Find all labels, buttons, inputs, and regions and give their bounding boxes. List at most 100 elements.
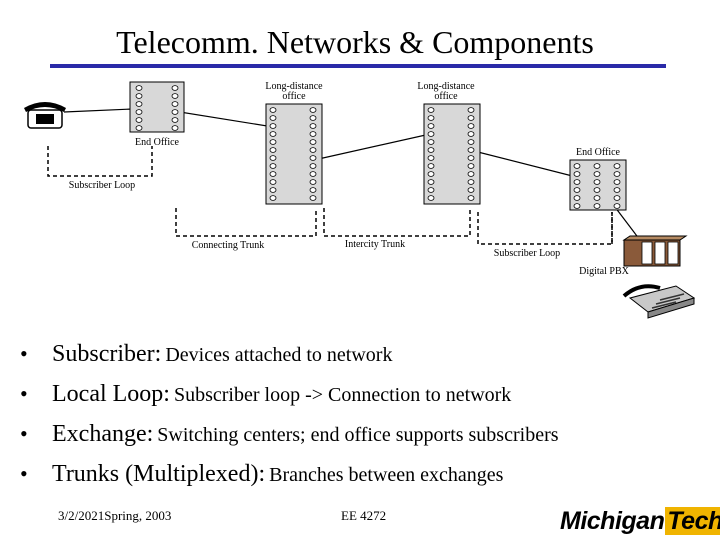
switch-port bbox=[467, 171, 475, 177]
bullet-desc: Subscriber loop -> Connection to network bbox=[173, 384, 512, 406]
switch-port bbox=[135, 85, 143, 91]
switch-port bbox=[573, 171, 581, 177]
switch-port bbox=[593, 187, 601, 193]
telephone-icon bbox=[24, 102, 66, 129]
switch-port bbox=[309, 163, 317, 169]
switch-port bbox=[135, 109, 143, 115]
desk-phone-icon bbox=[622, 284, 696, 319]
bullet-term: Subscriber: bbox=[52, 341, 162, 367]
switch-port bbox=[573, 179, 581, 185]
switch-port bbox=[171, 125, 179, 131]
switch-port bbox=[309, 139, 317, 145]
switch-port bbox=[135, 93, 143, 99]
end-office-left-label: End Office bbox=[135, 137, 180, 148]
switch-port bbox=[269, 131, 277, 137]
switch-port bbox=[427, 123, 435, 129]
switch-port bbox=[171, 117, 179, 123]
bullet-term: Trunks (Multiplexed): bbox=[52, 461, 266, 487]
subscriber-loop-left-label: Subscriber Loop bbox=[69, 180, 135, 191]
switch-port bbox=[269, 155, 277, 161]
switch-port bbox=[467, 147, 475, 153]
switch-port bbox=[467, 179, 475, 185]
switch-port bbox=[613, 203, 621, 209]
switch-port bbox=[467, 123, 475, 129]
dashed-brackets bbox=[47, 146, 613, 245]
switch-port bbox=[467, 139, 475, 145]
long-distance-office-1-label-line1: Long-distance bbox=[265, 81, 323, 92]
network-diagram: Long-distance office Long-distance offic… bbox=[24, 81, 696, 319]
switch-port bbox=[171, 93, 179, 99]
switch-port bbox=[171, 109, 179, 115]
intercity-trunk-label: Intercity Trunk bbox=[345, 239, 405, 250]
switch-port bbox=[467, 155, 475, 161]
bullet-desc: Switching centers; end office supports s… bbox=[157, 424, 559, 446]
bullet-desc: Devices attached to network bbox=[165, 344, 393, 366]
switch-port bbox=[309, 187, 317, 193]
bullet-desc: Branches between exchanges bbox=[269, 464, 504, 486]
bullet-dot: • bbox=[20, 461, 28, 486]
switch-port bbox=[269, 147, 277, 153]
end-office-left-switch bbox=[129, 81, 185, 133]
switch-port bbox=[269, 163, 277, 169]
footer-course: EE 4272 bbox=[341, 508, 387, 523]
switch-port bbox=[135, 101, 143, 107]
switch-port bbox=[427, 179, 435, 185]
switch-port bbox=[309, 155, 317, 161]
bullet-term: Local Loop: bbox=[52, 381, 170, 407]
switch-port bbox=[593, 203, 601, 209]
switch-port bbox=[269, 139, 277, 145]
switch-port bbox=[309, 171, 317, 177]
switch-port bbox=[269, 115, 277, 121]
switch-port bbox=[427, 155, 435, 161]
switch-port bbox=[593, 163, 601, 169]
switch-port bbox=[427, 131, 435, 137]
end-office-right-switch bbox=[569, 159, 627, 211]
logo-text-michigan: Michigan bbox=[560, 507, 665, 535]
long-distance-office-2-label-line1: Long-distance bbox=[417, 81, 475, 92]
switch-port bbox=[613, 187, 621, 193]
switch-port bbox=[467, 163, 475, 169]
switch-port bbox=[573, 163, 581, 169]
switch-port bbox=[309, 115, 317, 121]
switch-port bbox=[309, 195, 317, 201]
bullet-dot: • bbox=[20, 381, 28, 406]
digital-pbx-label: Digital PBX bbox=[579, 266, 630, 277]
switch-port bbox=[269, 123, 277, 129]
title-divider bbox=[50, 64, 666, 68]
switch-port bbox=[135, 125, 143, 131]
switch-port bbox=[613, 195, 621, 201]
switch-port bbox=[269, 171, 277, 177]
switch-port bbox=[593, 179, 601, 185]
switch-port bbox=[427, 195, 435, 201]
switch-port bbox=[467, 107, 475, 113]
switch-port bbox=[309, 123, 317, 129]
bullet-item: •Exchange: Switching centers; end office… bbox=[20, 416, 559, 456]
bullet-list: • Subscriber: Devices attached to network… bbox=[20, 336, 559, 496]
subscriber-loop-right-label: Subscriber Loop bbox=[494, 248, 560, 259]
switch-port bbox=[171, 85, 179, 91]
switch-port bbox=[467, 131, 475, 137]
end-office-right-label: End Office bbox=[576, 147, 621, 158]
bullet-item: • Subscriber: Devices attached to network bbox=[20, 336, 559, 376]
switch-port bbox=[309, 147, 317, 153]
switch-port bbox=[613, 163, 621, 169]
switch-port bbox=[593, 195, 601, 201]
bullet-dot: • bbox=[20, 421, 28, 446]
footer-date: 3/2/2021Spring, 2003 bbox=[58, 508, 172, 523]
switch-port bbox=[427, 187, 435, 193]
long-distance-office-2-switch bbox=[423, 103, 481, 205]
switch-port bbox=[427, 139, 435, 145]
switch-port bbox=[613, 179, 621, 185]
switch-port bbox=[467, 195, 475, 201]
switch-port bbox=[427, 107, 435, 113]
switch-port bbox=[269, 187, 277, 193]
switch-port bbox=[269, 195, 277, 201]
bullet-item: • Trunks (Multiplexed): Branches between … bbox=[20, 456, 559, 496]
switch-port bbox=[427, 115, 435, 121]
bullet-dot: • bbox=[20, 341, 28, 366]
switch-port bbox=[309, 131, 317, 137]
long-distance-office-1-switch bbox=[265, 103, 323, 205]
switch-port bbox=[573, 203, 581, 209]
switch-port bbox=[593, 171, 601, 177]
switch-port bbox=[171, 101, 179, 107]
